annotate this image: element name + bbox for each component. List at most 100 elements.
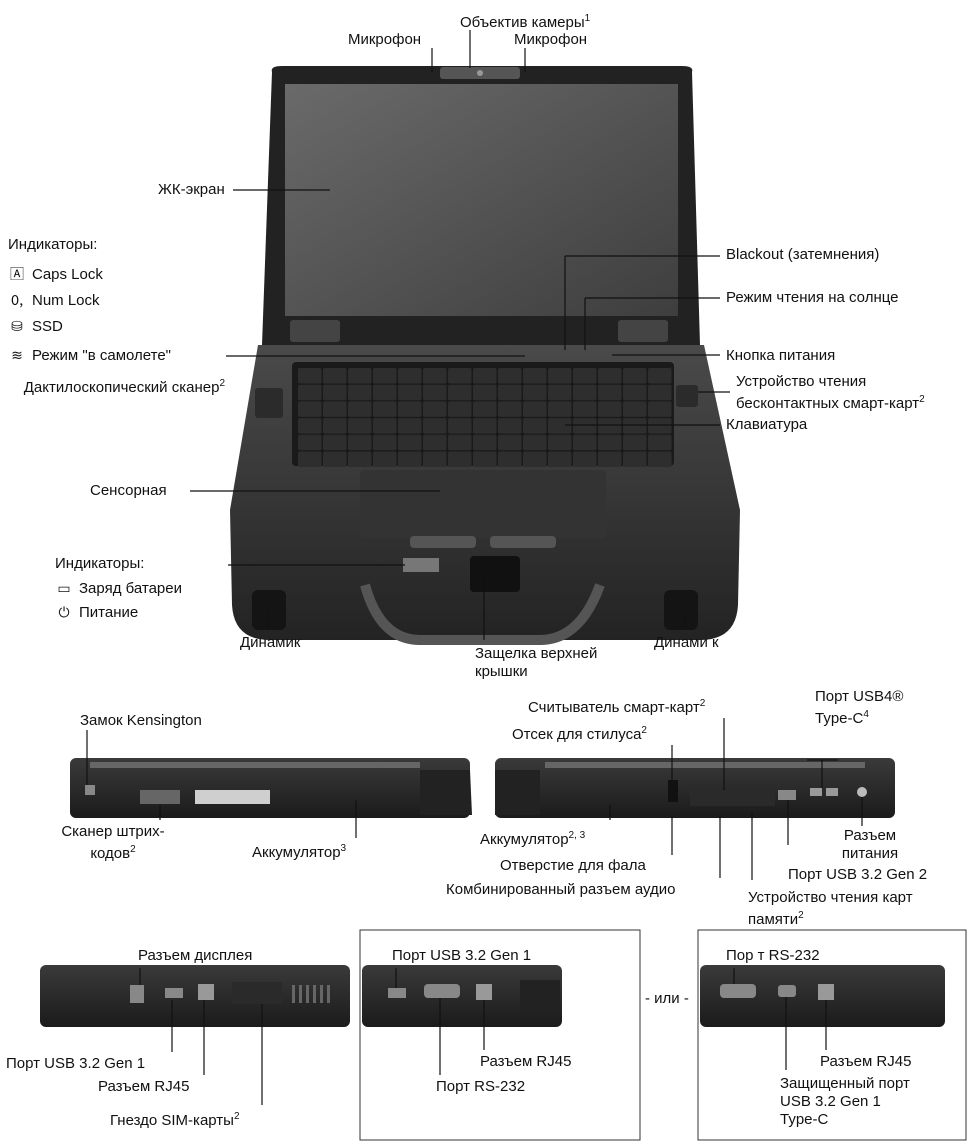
rs232-port-option1 bbox=[424, 984, 460, 998]
lower-indicators bbox=[403, 558, 439, 572]
keyboard-key bbox=[498, 384, 522, 401]
keyboard-key bbox=[398, 368, 422, 384]
keyboard-key bbox=[623, 401, 647, 417]
label-latch: Защелка верхней крышки bbox=[475, 645, 598, 680]
usb-port-option1 bbox=[388, 988, 406, 998]
keyboard-key bbox=[523, 368, 547, 384]
keyboard-key bbox=[298, 401, 322, 417]
keyboard-keys bbox=[298, 368, 672, 467]
label-battery-left: Аккумулятор3 bbox=[252, 843, 347, 861]
label-keyboard: Клавиатура bbox=[726, 416, 808, 433]
io-door bbox=[690, 790, 775, 806]
keyboard-key bbox=[323, 384, 347, 401]
rear-view-option-2 bbox=[700, 965, 945, 1027]
keyboard-key bbox=[548, 368, 572, 384]
keyboard-key bbox=[348, 418, 372, 434]
keyboard-key bbox=[648, 418, 672, 434]
label-camera-lens: Объектив камеры1 bbox=[460, 13, 591, 31]
label-mic-left: Микрофон bbox=[348, 31, 422, 48]
rj45-port-option1 bbox=[476, 984, 492, 1000]
keyboard-key bbox=[498, 451, 522, 467]
indicator-ssd: ⛁SSD bbox=[8, 317, 63, 336]
keyboard-key bbox=[623, 451, 647, 467]
keyboard-key bbox=[573, 434, 597, 451]
keyboard-key bbox=[473, 368, 497, 384]
keyboard-key bbox=[423, 401, 447, 417]
keyboard-key bbox=[498, 418, 522, 434]
keyboard-key bbox=[573, 384, 597, 401]
label-box1-rj45: Разъем RJ45 bbox=[480, 1053, 572, 1070]
label-speaker-left: Динамик bbox=[240, 634, 301, 651]
keyboard-key bbox=[573, 451, 597, 467]
fingerprint-sensor bbox=[255, 388, 283, 418]
keyboard-key bbox=[323, 451, 347, 467]
label-barcode: Сканер штрих-кодов2 bbox=[61, 823, 165, 862]
keyboard-key bbox=[398, 418, 422, 434]
label-indicators2-heading: Индикаторы: bbox=[55, 555, 145, 572]
power-icon: ⏻ bbox=[58, 604, 70, 620]
keyboard-key bbox=[398, 451, 422, 467]
vent-grille bbox=[292, 985, 330, 1003]
nfc-reader bbox=[676, 385, 698, 407]
usb-32-gen2-port bbox=[778, 790, 796, 800]
keyboard-key bbox=[523, 434, 547, 451]
keyboard-key bbox=[448, 384, 472, 401]
keyboard-key bbox=[323, 418, 347, 434]
power-jack bbox=[857, 787, 867, 797]
keyboard-key bbox=[323, 401, 347, 417]
label-tether: Отверстие для фала bbox=[500, 857, 646, 874]
keyboard-key bbox=[473, 451, 497, 467]
keyboard-key bbox=[398, 401, 422, 417]
keyboard-key bbox=[473, 401, 497, 417]
hinge-right bbox=[618, 320, 668, 342]
label-box2-typec: Защищенный порт USB 3.2 Gen 1 Type-C bbox=[780, 1075, 910, 1128]
label-display-port: Разъем дисплея bbox=[138, 947, 253, 964]
keyboard-key bbox=[398, 434, 422, 451]
keyboard-key bbox=[298, 384, 322, 401]
label-sim: Гнездо SIM-карты2 bbox=[110, 1111, 240, 1129]
speaker-left bbox=[252, 590, 286, 630]
keyboard-key bbox=[298, 418, 322, 434]
keyboard-key bbox=[373, 368, 397, 384]
keyboard-key bbox=[523, 401, 547, 417]
option-box-1 bbox=[359, 929, 641, 1141]
keyboard-key bbox=[598, 434, 622, 451]
keyboard-key bbox=[373, 401, 397, 417]
label-power-jack: Разъем питания bbox=[841, 827, 899, 862]
label-smartcard: Считыватель смарт-карт2 bbox=[528, 698, 706, 716]
label-box1-rs232: Порт RS-232 bbox=[436, 1078, 526, 1095]
keyboard-key bbox=[348, 451, 372, 467]
label-mic-right: Микрофон bbox=[514, 31, 588, 48]
keyboard-key bbox=[398, 384, 422, 401]
keyboard-key bbox=[348, 368, 372, 384]
keyboard-key bbox=[498, 434, 522, 451]
keyboard-key bbox=[348, 384, 372, 401]
keyboard-key bbox=[298, 368, 322, 384]
battery-icon: ▭ bbox=[57, 580, 71, 596]
keyboard-key bbox=[348, 401, 372, 417]
label-stylus: Отсек для стилуса2 bbox=[512, 725, 647, 743]
handle-end-right bbox=[495, 770, 540, 815]
keyboard-key bbox=[373, 384, 397, 401]
label-speaker-right: Динами к bbox=[654, 634, 719, 651]
barcode-label-plate bbox=[195, 790, 270, 804]
keyboard-key bbox=[598, 368, 622, 384]
keyboard-key bbox=[498, 401, 522, 417]
stylus-bay bbox=[668, 780, 678, 802]
keyboard-key bbox=[448, 451, 472, 467]
keyboard-key bbox=[448, 401, 472, 417]
keyboard-key bbox=[598, 418, 622, 434]
indicator-num-lock: 🄁Num Lock bbox=[10, 292, 100, 309]
label-nfc-reader: Устройство чтения бесконтактных смарт-ка… bbox=[736, 373, 925, 412]
keyboard-key bbox=[423, 418, 447, 434]
label-blackout: Blackout (затемнения) bbox=[726, 246, 880, 263]
keyboard-key bbox=[573, 418, 597, 434]
keyboard-key bbox=[298, 434, 322, 451]
num-lock-icon: 🄁 bbox=[10, 292, 24, 308]
keyboard-key bbox=[623, 434, 647, 451]
ssd-icon: ⛁ bbox=[11, 318, 23, 334]
usb4-port-a bbox=[810, 788, 822, 796]
keyboard-key bbox=[598, 451, 622, 467]
keyboard-key bbox=[498, 368, 522, 384]
